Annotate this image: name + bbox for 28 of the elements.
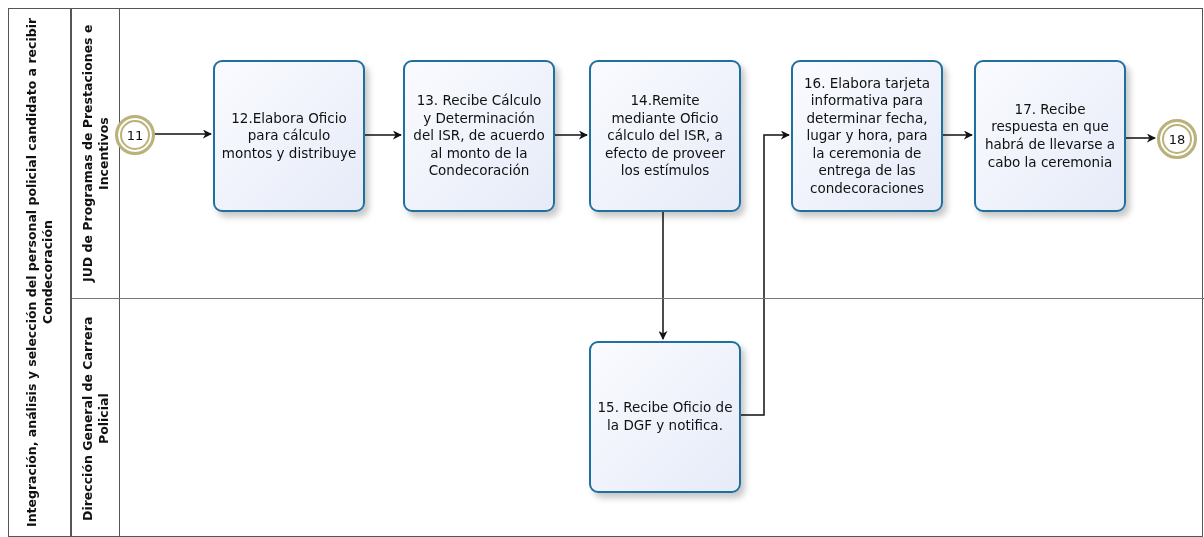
task-box xyxy=(213,60,365,212)
arrow xyxy=(940,130,973,140)
arrow xyxy=(658,210,668,340)
arrow xyxy=(552,130,588,140)
task-box xyxy=(589,60,741,212)
lane-title: JUD de Programas de Prestaciones e Incentivos xyxy=(79,23,112,285)
task-label: 14.Remite mediante Oficio cálculo del ISR, a efecto de proveer los estímulos xyxy=(604,92,726,180)
arrow xyxy=(738,130,790,416)
event-circle xyxy=(1157,119,1197,159)
task-box xyxy=(791,60,943,212)
task-label: 16. Elabora tarjeta informativa para determinar fecha, lugar y hora, para la ceremonia de entrega de las condecoraciones xyxy=(803,74,931,198)
task-label: 13. Recibe Cálculo y Determinación del ISR, de acuerdo al monto de la Condecoración xyxy=(412,92,546,180)
task-label: 17. Recibe respuesta en que habrá de llevarse a cabo la ceremonia xyxy=(983,100,1117,172)
arrow xyxy=(152,129,212,139)
task-box xyxy=(403,60,555,212)
event-circle xyxy=(115,115,155,155)
arrow xyxy=(1123,133,1156,143)
pool-title: Integración, análisis y selección del personal policial candidato a recibir Condecoración xyxy=(23,16,56,530)
pool xyxy=(8,8,1203,537)
arrow xyxy=(362,130,402,140)
event-label: 11 xyxy=(126,127,144,143)
task-label: 12.Elabora Oficio para cálculo montos y distribuye xyxy=(221,109,357,163)
task-box xyxy=(974,60,1126,212)
swimlane xyxy=(71,298,1204,537)
task-box xyxy=(589,341,741,493)
task-label: 15. Recibe Oficio de la DGF y notifica. xyxy=(597,399,733,435)
event-label: 18 xyxy=(1168,131,1186,147)
lane-title: Dirección General de Carrera Policial xyxy=(79,315,112,523)
